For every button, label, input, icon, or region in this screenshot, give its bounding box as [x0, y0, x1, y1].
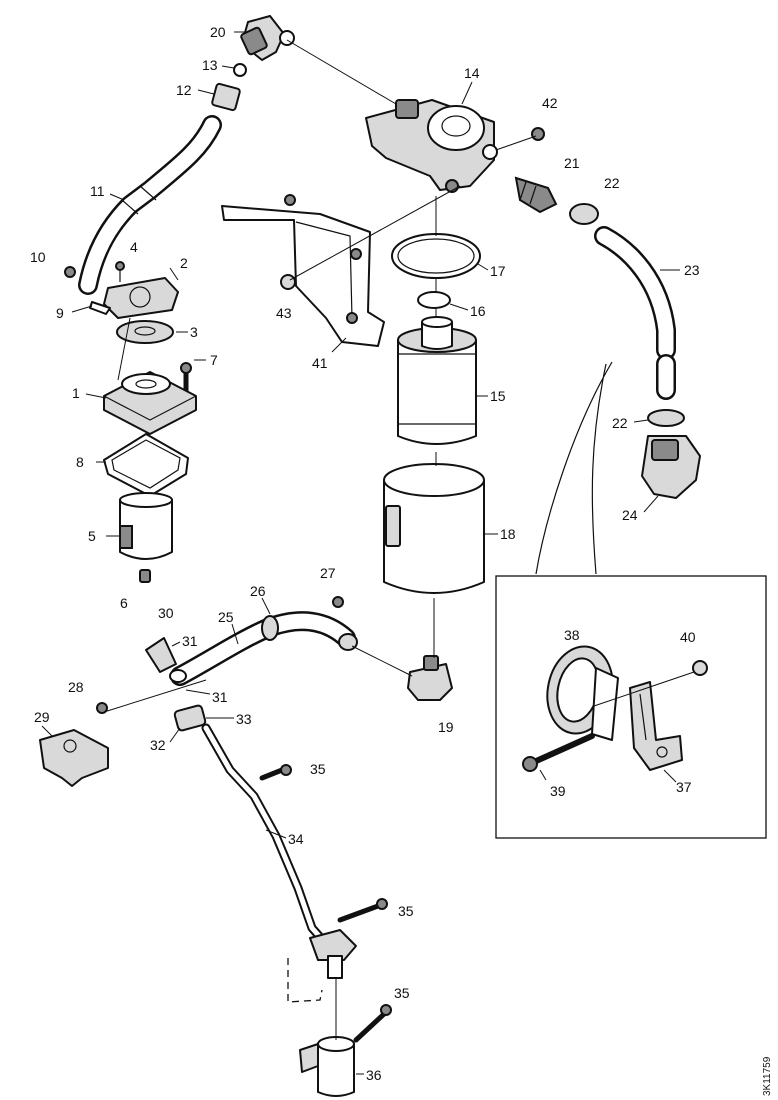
callout-29: 29 [34, 709, 50, 725]
callout-13: 13 [202, 57, 218, 73]
callout-10: 10 [30, 249, 46, 265]
callout-35-upper: 35 [310, 761, 326, 777]
callout-14: 14 [464, 65, 480, 81]
bolt-39 [522, 733, 595, 772]
callout-22-upper: 22 [604, 175, 620, 191]
callout-22-lower: 22 [612, 415, 628, 431]
callout-12: 12 [176, 82, 192, 98]
callout-42: 42 [542, 95, 558, 111]
callout-18: 18 [500, 526, 516, 542]
filter-bowl-18 [383, 463, 485, 594]
callout-31-lower: 31 [212, 689, 228, 705]
clip-30 [145, 637, 177, 673]
callout-31-upper: 31 [182, 633, 198, 649]
callout-36: 36 [366, 1067, 382, 1083]
callout-30: 30 [158, 605, 174, 621]
callout-2: 2 [180, 255, 188, 271]
callout-19: 19 [438, 719, 454, 735]
callout-8: 8 [76, 454, 84, 470]
callout-37: 37 [676, 779, 692, 795]
nut-43 [280, 274, 296, 290]
clamp-38 [546, 645, 619, 741]
callout-24: 24 [622, 507, 638, 523]
callout-26: 26 [250, 583, 266, 599]
bowl-5 [119, 492, 173, 560]
callout-27: 27 [320, 565, 336, 581]
bolt-42 [531, 127, 545, 141]
bolt-4 [115, 261, 125, 282]
callout-21: 21 [564, 155, 580, 171]
elbow-24 [641, 435, 701, 499]
callout-38: 38 [564, 627, 580, 643]
callout-6: 6 [120, 595, 128, 611]
callout-20: 20 [210, 24, 226, 40]
clamp-26 [261, 615, 279, 641]
dashed-position-outline [287, 958, 323, 1003]
clamp-31-upper [169, 669, 187, 683]
callout-32: 32 [150, 737, 166, 753]
callout-labels: 1 2 3 4 5 6 7 8 9 10 11 12 13 14 15 16 1… [30, 24, 700, 1083]
nut-28 [96, 702, 108, 714]
clamp-22-upper [569, 203, 599, 225]
bolt-7 [180, 362, 192, 395]
pipe-end-fitting [309, 929, 357, 979]
bolt-35-upper [259, 764, 292, 781]
bolt-27 [332, 596, 344, 608]
detail-inset-frame [495, 575, 767, 839]
hose-11 [78, 115, 222, 295]
filter-head-14 [365, 99, 498, 193]
callout-34: 34 [288, 831, 304, 847]
callout-9: 9 [56, 305, 64, 321]
hose-23 [594, 226, 676, 400]
callout-1: 1 [72, 385, 80, 401]
callout-35-middle: 35 [398, 903, 414, 919]
bracket-41 [221, 194, 385, 347]
leader-lines [103, 39, 695, 1040]
sleeve-36 [299, 1036, 355, 1097]
bolt-35-lower [353, 1004, 392, 1043]
drawing-reference: 3K11759 [762, 1056, 773, 1096]
cover-2 [103, 277, 179, 319]
nut-13 [233, 63, 247, 77]
bolt-35-middle [337, 898, 388, 923]
callout-35-lower: 35 [394, 985, 410, 1001]
clamp-22-lower [647, 409, 685, 427]
filter-element-15 [397, 316, 477, 445]
separator-housing-1 [103, 371, 197, 435]
callout-23: 23 [684, 262, 700, 278]
bracket-29 [39, 729, 109, 787]
drain-fitting-19 [407, 655, 453, 701]
callout-4: 4 [130, 239, 138, 255]
drain-plug-6 [139, 569, 151, 583]
clamp-32-33 [173, 704, 207, 732]
clamp-12 [211, 82, 241, 112]
callout-17: 17 [490, 263, 506, 279]
nut-40 [692, 660, 708, 676]
callout-3: 3 [190, 324, 198, 340]
callout-5: 5 [88, 528, 96, 544]
callout-43: 43 [276, 305, 292, 321]
callout-11: 11 [90, 183, 105, 199]
gasket-8 [103, 433, 189, 497]
callout-40: 40 [680, 629, 696, 645]
callout-41: 41 [312, 355, 328, 371]
pipe-34 [201, 723, 333, 951]
bracket-37 [629, 681, 683, 771]
elbow-fitting-20 [240, 15, 295, 61]
callout-28: 28 [68, 679, 84, 695]
callout-33: 33 [236, 711, 252, 727]
callout-7: 7 [210, 352, 218, 368]
inset-pointer [535, 361, 613, 575]
callout-39: 39 [550, 783, 566, 799]
callout-25: 25 [218, 609, 234, 625]
o-ring-16 [417, 291, 451, 309]
callout-16: 16 [470, 303, 486, 319]
plug-10 [64, 266, 76, 278]
diaphragm-3 [116, 320, 174, 344]
callout-15: 15 [490, 388, 506, 404]
fitting-21 [514, 176, 558, 214]
seal-ring-17 [391, 233, 481, 279]
